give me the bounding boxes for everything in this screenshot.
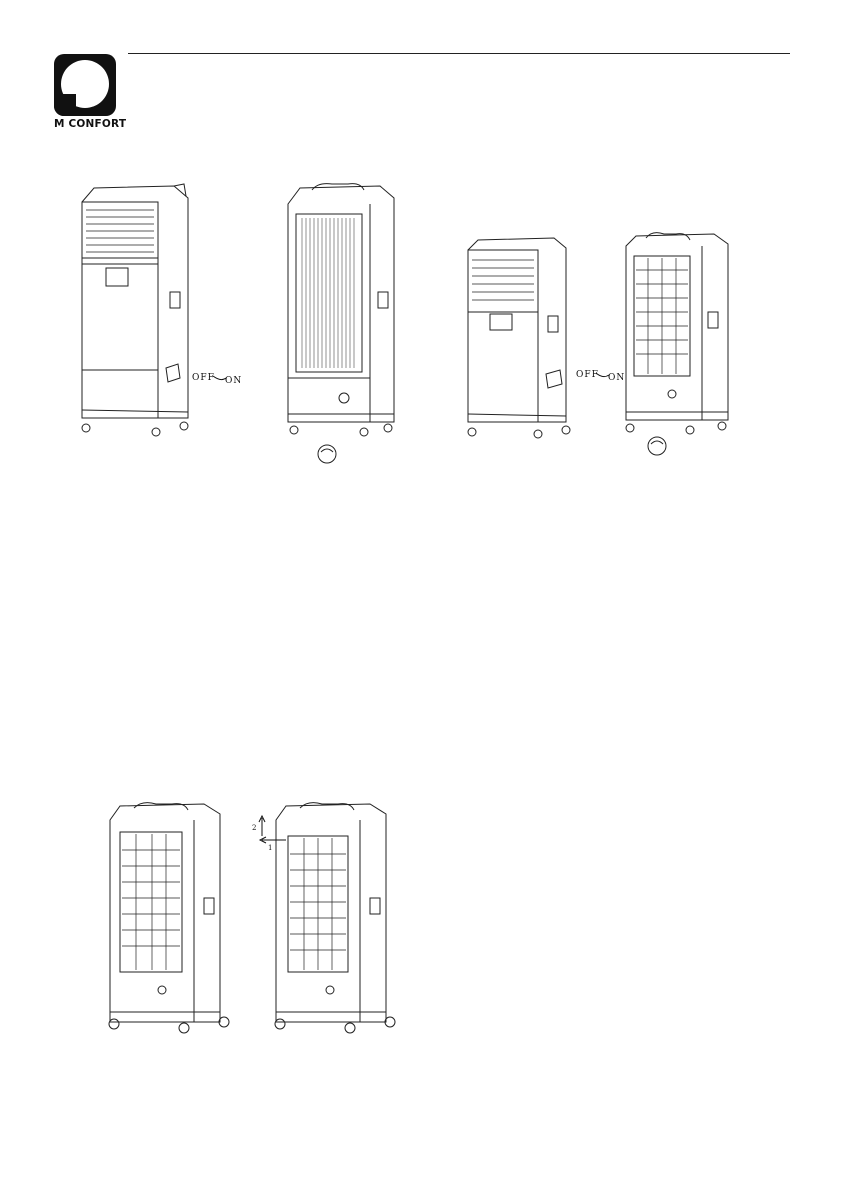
step-1-label: 1 — [268, 844, 272, 852]
figure-filter-removal: 2 1 — [248, 800, 408, 1040]
switch-off-label-b: OFF — [576, 370, 599, 380]
logo-mark-icon — [54, 54, 116, 116]
figure-back-unit-b — [622, 232, 738, 462]
step-arrows-icon — [259, 816, 286, 843]
figure-filter-installed — [104, 800, 236, 1040]
brand-name: M CONFORT — [54, 118, 118, 130]
header-divider — [128, 53, 790, 54]
figure-front-unit-b: OFF ON — [462, 236, 632, 442]
figure-back-unit-a — [282, 178, 406, 466]
brand-logo: M CONFORT — [54, 54, 118, 130]
step-2-label: 2 — [252, 824, 256, 832]
switch-off-label: OFF — [192, 373, 215, 383]
switch-on-label: ON — [225, 376, 242, 386]
figure-front-unit-a: OFF ON — [74, 180, 254, 442]
